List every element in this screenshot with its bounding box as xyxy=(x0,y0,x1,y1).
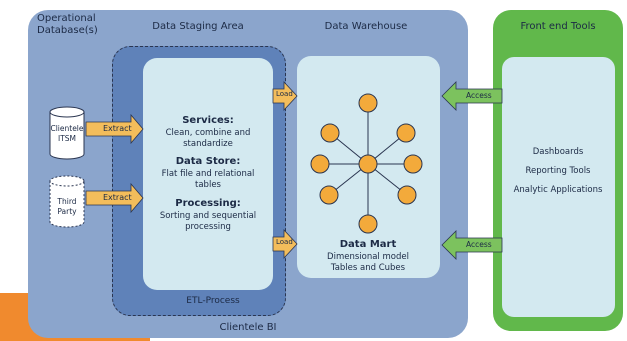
source-label-clientele: Clientele xyxy=(50,124,84,133)
extract-arrow-1 xyxy=(85,113,144,145)
data-store-body-1: Flat file and relational xyxy=(161,169,255,179)
access-arrow-2 xyxy=(441,230,503,260)
access-arrow-1 xyxy=(441,81,503,111)
tool-analytics: Analytic Applications xyxy=(513,185,603,195)
load-arrow-1 xyxy=(272,80,298,112)
data-warehouse-title: Data Warehouse xyxy=(324,21,408,32)
access-label-1: Access xyxy=(466,91,492,100)
etl-process-label: ETL-Process xyxy=(186,296,240,306)
load-label-1: Load xyxy=(276,90,293,98)
extract-label-1: Extract xyxy=(103,124,132,133)
clientele-bi-label: Clientele BI xyxy=(219,322,277,333)
data-store-body-2: tables xyxy=(195,180,221,190)
tool-dashboards: Dashboards xyxy=(532,147,584,157)
operational-database-label-2: Database(s) xyxy=(37,25,98,36)
processing-title: Processing: xyxy=(175,198,241,209)
services-body-2: standardize xyxy=(183,139,233,149)
clientele-itsm-database-icon xyxy=(49,106,85,160)
access-label-2: Access xyxy=(466,240,492,249)
load-label-2: Load xyxy=(276,238,293,246)
source-label-party: Party xyxy=(57,207,77,216)
services-body-1: Clean, combine and xyxy=(165,128,251,138)
front-end-tools-title: Front end Tools xyxy=(520,21,596,32)
load-arrow-2 xyxy=(272,228,298,260)
data-mart-star-network xyxy=(310,93,423,234)
etl-services-box xyxy=(143,58,273,290)
data-staging-area-title: Data Staging Area xyxy=(152,21,244,32)
front-end-tools-box xyxy=(502,57,615,317)
processing-body-1: Sorting and sequential xyxy=(159,211,257,221)
source-label-third: Third xyxy=(57,197,77,206)
data-mart-title: Data Mart xyxy=(339,239,397,250)
processing-body-2: processing xyxy=(185,222,231,232)
extract-label-2: Extract xyxy=(103,193,132,202)
source-label-itsm: ITSM xyxy=(57,134,77,143)
tool-reporting: Reporting Tools xyxy=(525,166,591,176)
third-party-database-icon xyxy=(49,175,85,228)
data-store-title: Data Store: xyxy=(175,156,241,167)
data-mart-line-1: Dimensional model xyxy=(327,252,409,262)
operational-database-label-1: Operational xyxy=(37,13,96,24)
data-mart-line-2: Tables and Cubes xyxy=(330,263,406,273)
extract-arrow-2 xyxy=(85,182,144,214)
services-title: Services: xyxy=(182,115,234,126)
